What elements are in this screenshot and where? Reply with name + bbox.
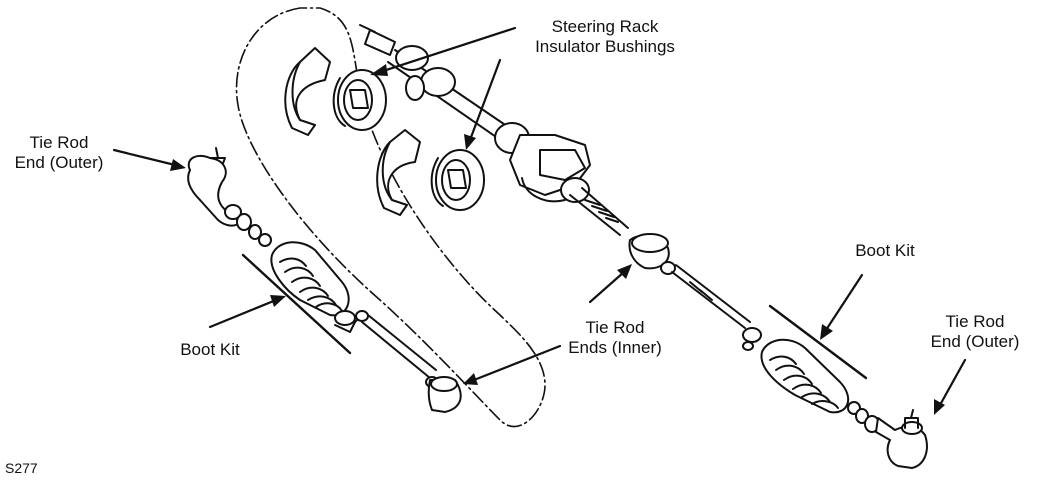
label-line-2: End (Outer) [930,332,1020,351]
rack-housing [359,24,629,236]
label-tie-rod-end-outer-right: Tie Rod End (Outer) [916,312,1034,352]
label-line-1: Steering Rack [551,17,659,36]
label-tie-rod-end-outer-left: Tie Rod End (Outer) [0,133,118,173]
lower-insulator-bushing [430,149,485,211]
left-boot [270,241,369,333]
label-boot-kit-left: Boot Kit [180,340,240,359]
label-line-2: Insulator Bushings [535,37,675,56]
right-boot [742,327,850,414]
upper-insulator-bushing [332,69,387,131]
label-tie-rod-ends-inner: Tie Rod Ends (Inner) [555,318,675,358]
left-jam-nuts [236,213,272,247]
label-line-2: Ends (Inner) [568,338,662,357]
right-jam-nuts [847,401,880,433]
figure-code: S277 [5,460,38,476]
right-inner-tie-rod [628,233,751,329]
label-line-2: End (Outer) [14,153,104,172]
label-steering-rack-insulator-bushings: Steering Rack Insulator Bushings [515,17,695,57]
label-boot-kit-right: Boot Kit [855,241,915,260]
label-line-1: Tie Rod [585,318,645,337]
lower-bushing-clamp [376,129,421,216]
label-line-1: Tie Rod [945,312,1005,331]
right-outer-tie-rod-end [875,409,928,469]
grouping-outline [235,7,546,428]
left-inner-tie-rod [361,314,462,413]
label-line-1: Tie Rod [29,133,89,152]
callout-arrows [112,26,967,415]
boot-kit-bracket-left [241,253,352,355]
left-outer-tie-rod-end [187,147,242,227]
upper-bushing-clamp [284,47,331,136]
boot-kit-bracket-right [768,304,868,380]
